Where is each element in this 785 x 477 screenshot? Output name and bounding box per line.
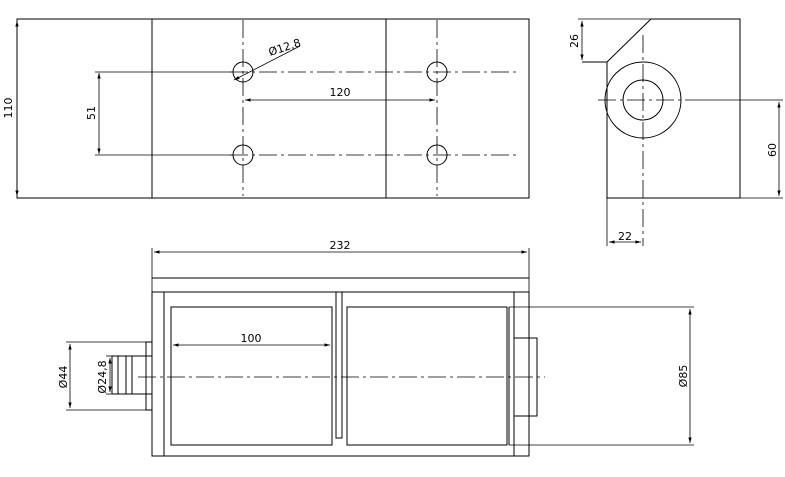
shaft-stub-flange	[145, 341, 153, 411]
mounting-hole	[426, 144, 448, 166]
dim-label-120: 120	[330, 86, 351, 99]
dim-label-60: 60	[766, 143, 779, 157]
dim-label-26: 26	[568, 34, 581, 48]
dim-label-51: 51	[85, 106, 98, 120]
roller-right	[346, 306, 508, 446]
dim-leader-hole	[233, 45, 301, 81]
dim-label-232: 232	[330, 239, 351, 252]
dim-label-100: 100	[241, 332, 262, 345]
front-view: 232 100 Ø44 Ø24,8	[57, 239, 694, 457]
roller-left	[170, 306, 333, 446]
top-view: 110 51 Ø12,8 120	[2, 18, 530, 199]
mounting-hole	[426, 61, 448, 83]
center-separator	[335, 291, 343, 439]
dim-label-85: Ø85	[677, 365, 690, 388]
mounting-hole	[232, 144, 254, 166]
side-view: 26 60 22	[568, 18, 783, 246]
side-view-outline	[606, 18, 741, 199]
frame-outline	[151, 291, 530, 457]
mounting-hole	[232, 61, 254, 83]
dim-label-44: Ø44	[57, 366, 70, 389]
dim-label-hole-dia: Ø12,8	[267, 36, 303, 59]
dim-label-110: 110	[2, 98, 15, 119]
dim-label-24: Ø24,8	[96, 360, 109, 393]
dim-label-22: 22	[618, 230, 632, 243]
